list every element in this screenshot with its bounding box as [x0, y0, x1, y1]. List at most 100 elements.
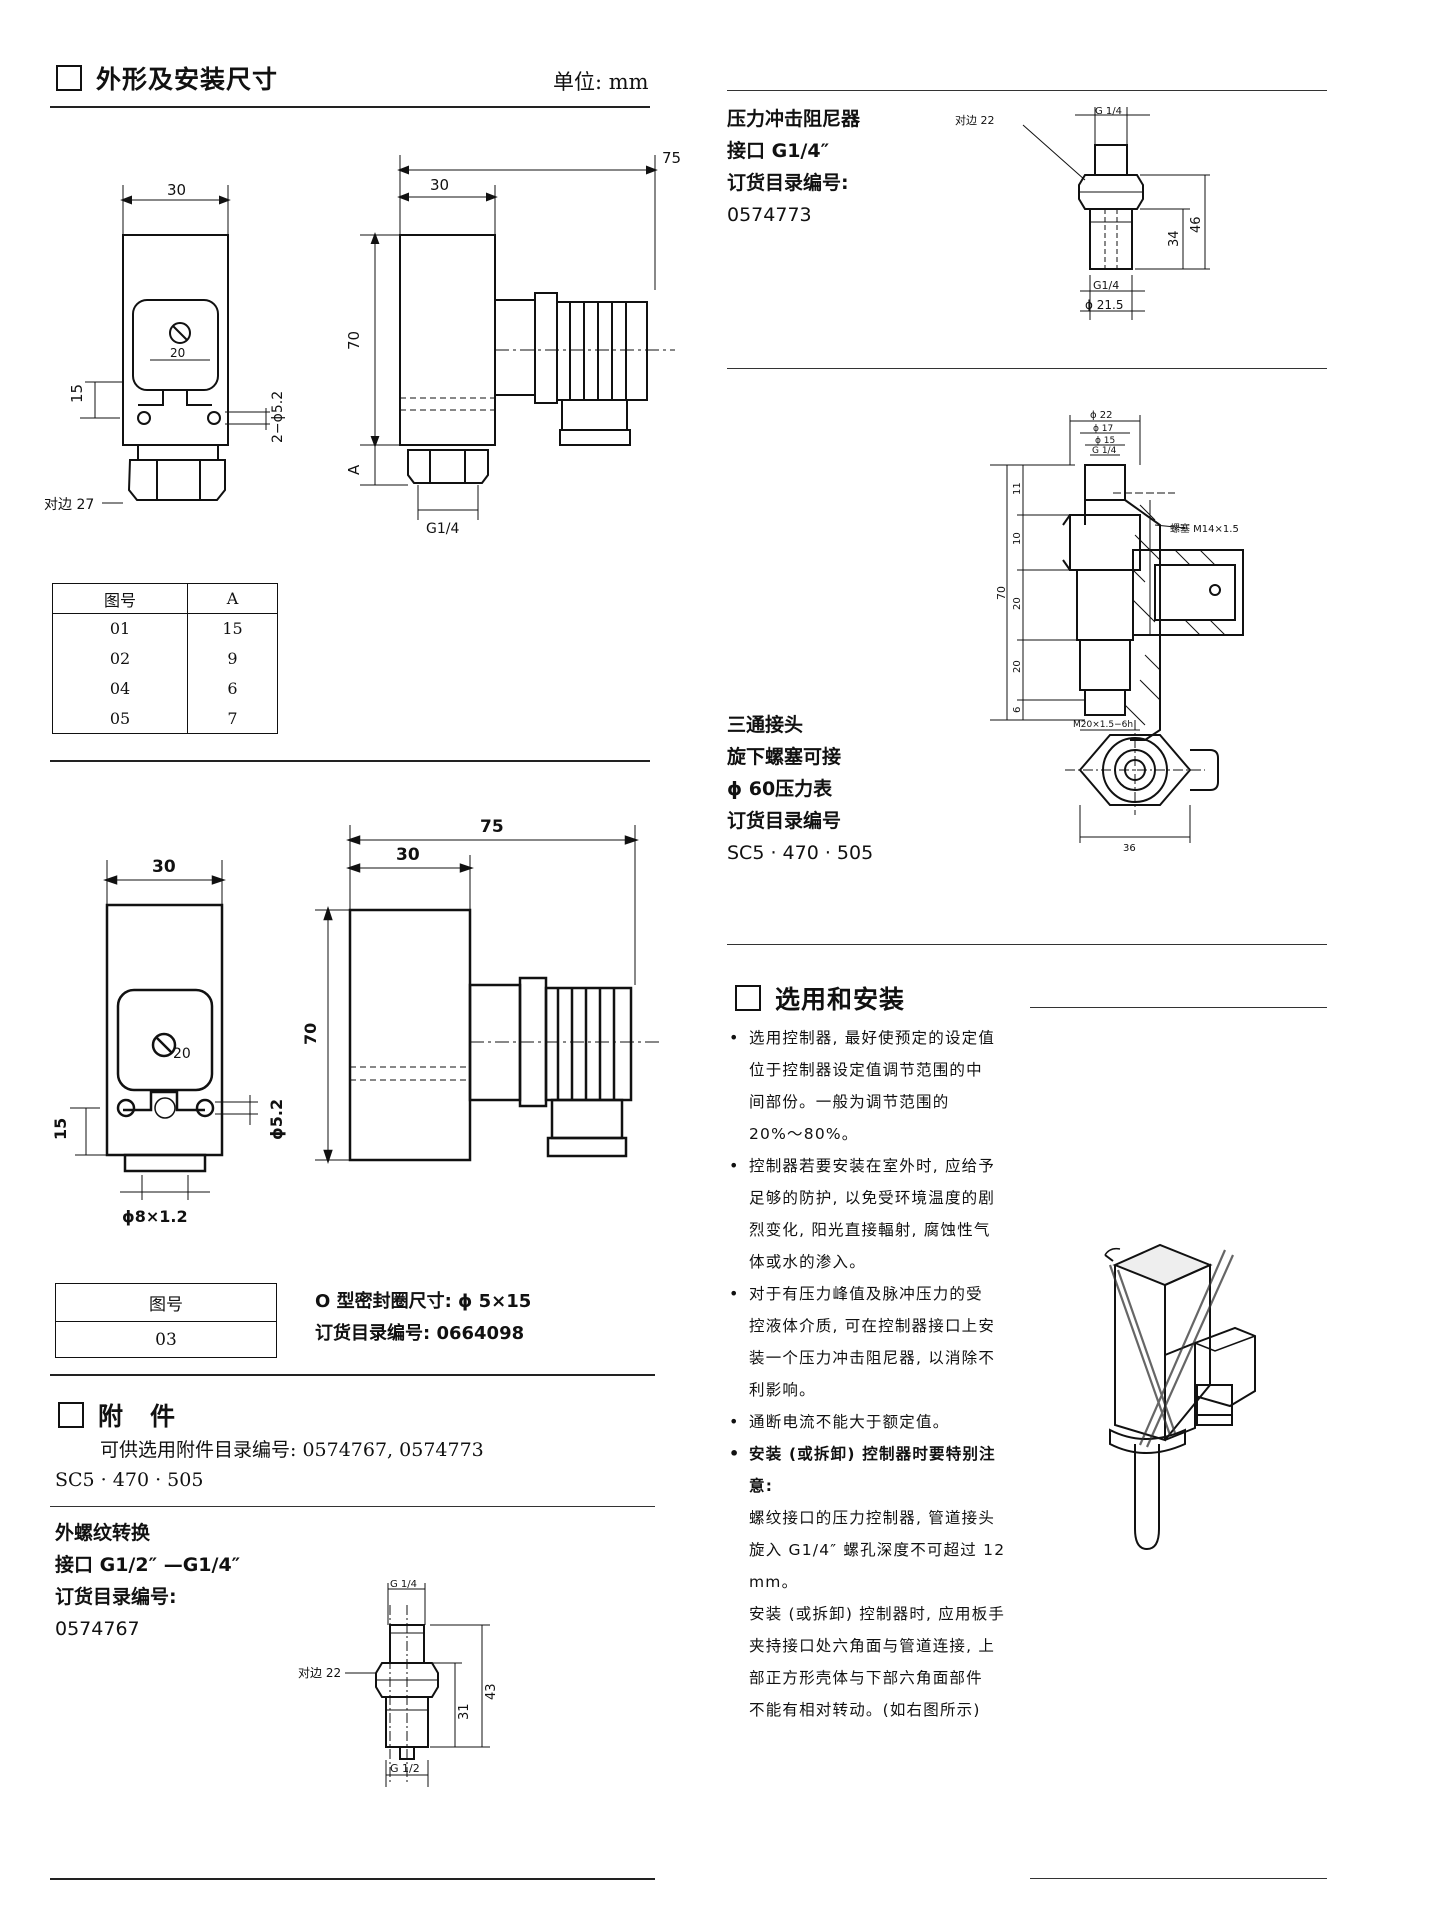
- accessories-section-header: 附 件: [58, 1397, 176, 1433]
- oring-size: O 型密封圈尺寸: ϕ 5×15: [315, 1291, 532, 1312]
- tee-order-label: 订货目录编号: [727, 810, 842, 832]
- note-line: 螺纹接口的压力控制器, 管道接头: [749, 1509, 996, 1527]
- bullet-line: 间部份。一般为调节范围的: [749, 1093, 950, 1111]
- dim-width-75: 75: [662, 149, 680, 167]
- dim-phi22: ϕ 22: [1090, 410, 1113, 421]
- damper-drawing: 对边 22 G 1/4 34 46 G1/4 ϕ 21.5: [955, 106, 1210, 320]
- dim-width-30-side: 30: [396, 845, 420, 865]
- dim-6: 6: [1012, 707, 1023, 713]
- accessories-text-line2: SC5 · 470 · 505: [55, 1469, 204, 1491]
- model-table-03: 图号 03: [55, 1283, 277, 1358]
- dim-g14: G1/4: [426, 521, 459, 537]
- table-cell: 6: [227, 679, 238, 698]
- note-line: mm。: [749, 1573, 799, 1591]
- plug-label: 螺塞 M14×1.5: [1170, 522, 1239, 535]
- tee-desc: 旋下螺塞可接: [727, 746, 842, 768]
- adapter-order-label: 订货目录编号:: [55, 1586, 177, 1608]
- bullet-line: 通断电流不能大于额定值。: [749, 1413, 950, 1431]
- dim-10: 10: [1012, 532, 1023, 545]
- dim-hole-52: ϕ5.2: [267, 1099, 286, 1140]
- installation-illustration: [1104, 1243, 1256, 1551]
- table-cell: 15: [222, 619, 243, 639]
- bullet-line: 烈变化, 阳光直接輻射, 腐蚀性气: [749, 1221, 991, 1239]
- table-cell: 7: [227, 708, 238, 728]
- selection-bullets: 选用控制器, 最好使预定的设定值 位于控制器设定值调节范围的中 间部份。一般为调…: [727, 1022, 1067, 1726]
- note-line: 夹持接口处六角面与管道连接, 上: [749, 1637, 996, 1655]
- dim-width-30-side: 30: [430, 176, 449, 194]
- dimensions-section-header: 外形及安装尺寸: [56, 60, 278, 96]
- divider: [727, 90, 1327, 91]
- bullet-line: 控液体介质, 可在控制器接口上安: [749, 1317, 996, 1335]
- dim-g14-tee: G 1/4: [1092, 446, 1117, 456]
- dim-phi17: ϕ 17: [1093, 424, 1113, 434]
- dim-46: 46: [1189, 216, 1204, 233]
- bullet-line: 选用控制器, 最好使预定的设定值: [749, 1029, 996, 1047]
- bullet-line: 意:: [749, 1477, 774, 1495]
- dim-o8x12: ϕ8×1.2: [122, 1207, 188, 1226]
- tee-order-no: SC5 · 470 · 505: [727, 842, 874, 864]
- divider: [727, 944, 1327, 945]
- col-header-model: 图号: [52, 583, 188, 614]
- bullet-line: 安装 (或拆卸) 控制器时要特别注: [749, 1445, 996, 1463]
- col-header-a: A: [187, 583, 278, 614]
- dim-g14-top: G 1/4: [1095, 106, 1122, 117]
- adapter-name: 外螺纹转换: [55, 1522, 151, 1544]
- note-line: 不能有相对转动。(如右图所示): [749, 1701, 981, 1719]
- dim-af22: 对边 22: [298, 1666, 341, 1680]
- dim-31: 31: [457, 1703, 472, 1720]
- table-cell: 05: [52, 703, 188, 734]
- dim-af22: 对边 22: [955, 113, 995, 127]
- dim-20: 20: [170, 346, 185, 360]
- bullet-item: 对于有压力峰值及脉冲压力的受 控液体介质, 可在控制器接口上安 装一个压力冲击阻…: [727, 1278, 1067, 1406]
- selection-section-header: 选用和安装: [735, 980, 905, 1016]
- divider: [1030, 1007, 1327, 1008]
- side-view-drawing-2: 75 30 70: [301, 817, 660, 1164]
- tee-connector-drawing: ϕ 22 ϕ 17 ϕ 15 G 1/4 螺塞 M14×1.5 70 11 10…: [990, 410, 1244, 854]
- note-line: 安装 (或拆卸) 控制器时, 应用板手: [749, 1605, 1006, 1623]
- note-line: 旋入 G1/4″ 螺孔深度不可超过 12: [749, 1541, 1006, 1559]
- unit-label: 单位: mm: [553, 70, 649, 94]
- install-note: 螺纹接口的压力控制器, 管道接头 旋入 G1/4″ 螺孔深度不可超过 12 mm…: [727, 1502, 1067, 1726]
- front-view-drawing-2: 30 20 15 ϕ5.2 ϕ8×1.2: [51, 857, 286, 1226]
- dim-36: 36: [1123, 843, 1136, 854]
- table-cell: 02: [52, 643, 188, 674]
- bullet-line: 20%～80%。: [749, 1125, 859, 1143]
- dim-height-70: 70: [301, 1023, 320, 1045]
- col-header-model: 图号: [55, 1283, 277, 1322]
- dim-hole-2x52: 2−ϕ5.2: [270, 391, 286, 443]
- divider: [727, 368, 1327, 369]
- bullet-item: 控制器若要安装在室外时, 应给予 足够的防护, 以免受环境温度的剧 烈变化, 阳…: [727, 1150, 1067, 1278]
- accessories-title: 附 件: [98, 1402, 177, 1431]
- dim-height-70: 70: [345, 331, 363, 350]
- dim-g14-top: G 1/4: [390, 1579, 417, 1590]
- dim-m20: M20×1.5−6h: [1073, 720, 1133, 730]
- dim-width-30: 30: [167, 181, 186, 199]
- adapter-order-no: 0574767: [55, 1618, 140, 1640]
- dim-20: 20: [1012, 597, 1023, 610]
- damper-order-no: 0574773: [727, 204, 812, 226]
- tee-info: 三通接头 旋下螺塞可接 ϕ 60压力表 订货目录编号 SC5 · 470 · 5…: [727, 709, 873, 869]
- bullet-line: 装一个压力冲击阻尼器, 以消除不: [749, 1349, 996, 1367]
- dim-a: A: [345, 464, 363, 475]
- oring-info: O 型密封圈尺寸: ϕ 5×15 订货目录编号: 0664098: [315, 1286, 531, 1350]
- dim-15: 15: [68, 384, 86, 403]
- bullet-item: 选用控制器, 最好使预定的设定值 位于控制器设定值调节范围的中 间部份。一般为调…: [727, 1022, 1067, 1150]
- section-checkbox[interactable]: [735, 985, 761, 1011]
- dimensions-title: 外形及安装尺寸: [96, 65, 279, 94]
- bullet-line: 足够的防护, 以免受环境温度的剧: [749, 1189, 996, 1207]
- bullet-line: 控制器若要安装在室外时, 应给予: [749, 1157, 996, 1175]
- dim-g12-bottom: G 1/2: [390, 1762, 420, 1775]
- adapter-info: 外螺纹转换 接口 G1/2″ —G1/4″ 订货目录编号: 0574767: [55, 1517, 240, 1645]
- divider: [50, 1878, 655, 1880]
- table-cell: 01: [52, 613, 188, 644]
- section-checkbox[interactable]: [58, 1402, 84, 1428]
- divider: [50, 106, 650, 108]
- dim-width-30: 30: [152, 857, 176, 877]
- damper-port: 接口 G1/4″: [727, 140, 830, 162]
- damper-name: 压力冲击阻尼器: [727, 108, 861, 130]
- section-checkbox[interactable]: [56, 65, 82, 91]
- table-cell: 04: [52, 673, 188, 704]
- bullet-line: 利影响。: [749, 1381, 816, 1399]
- dim-af27: 对边 27: [44, 497, 94, 513]
